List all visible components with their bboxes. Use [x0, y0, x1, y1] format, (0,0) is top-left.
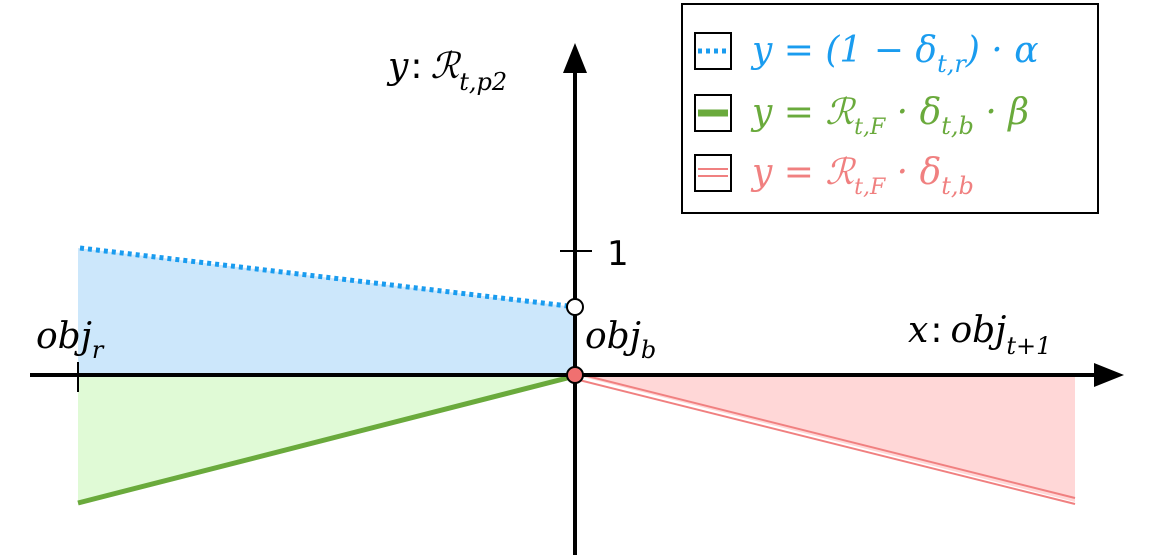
beta-line: [77, 373, 576, 506]
red-region: [575, 375, 1075, 502]
blue-region: [78, 248, 575, 375]
legend-swatch-plain: [694, 154, 732, 192]
x-axis-label: x:objt+1: [908, 310, 1051, 360]
origin-point-marker: [566, 366, 584, 384]
legend: y = (1 − δt,r) · α y = ℛt,F · δt,b · β y…: [681, 3, 1099, 214]
y-tick-1-label: 1: [607, 234, 629, 274]
obj-b-label: objb: [585, 316, 656, 364]
plain-line-outer-2: [574, 378, 1076, 505]
y-axis-arrow: [563, 43, 587, 73]
legend-label-alpha: y = (1 − δt,r) · α: [750, 30, 1039, 78]
alpha-line: [79, 245, 569, 309]
open-point-marker: [566, 298, 584, 316]
legend-label-beta: y = ℛt,F · δt,b · β: [750, 92, 1029, 140]
plain-line-outer-1: [574, 372, 1076, 499]
legend-label-plain: y = ℛt,F · δt,b: [750, 152, 974, 200]
x-axis-arrow: [1094, 363, 1124, 387]
y-axis-label: y:ℛt,p2: [386, 46, 507, 96]
obj-r-label: objr: [36, 316, 105, 364]
legend-box: [681, 3, 1099, 214]
